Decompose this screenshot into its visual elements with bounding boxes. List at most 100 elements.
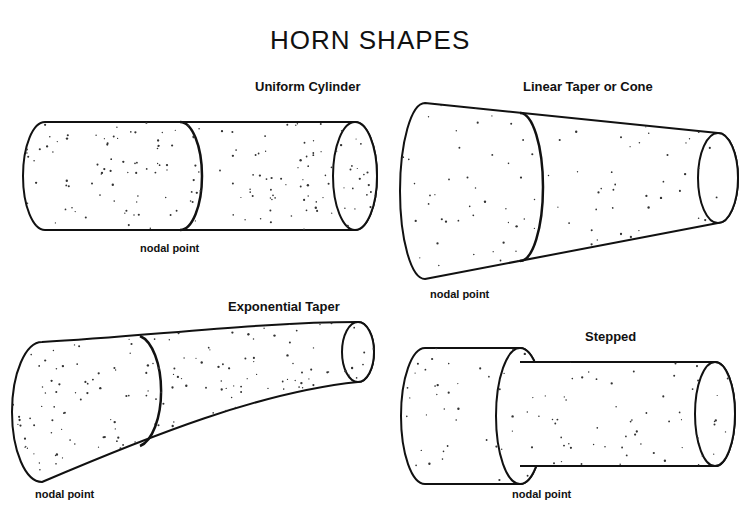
stipple-dot bbox=[263, 328, 264, 329]
stipple-dot bbox=[41, 406, 42, 407]
stipple-dot bbox=[250, 416, 251, 417]
stipple-dot bbox=[448, 363, 450, 365]
stipple-dot bbox=[137, 195, 139, 197]
stipple-dot bbox=[66, 137, 68, 139]
stipple-dot bbox=[636, 430, 638, 432]
stipple-dot bbox=[414, 183, 416, 185]
stipple-dot bbox=[171, 144, 173, 146]
stipple-dot bbox=[265, 151, 266, 152]
stipple-dot bbox=[520, 177, 522, 179]
stipple-dot bbox=[484, 201, 486, 203]
stipple-dot bbox=[472, 214, 474, 216]
stipple-dot bbox=[642, 353, 644, 355]
stipple-dot bbox=[527, 475, 529, 477]
stipple-dot bbox=[416, 481, 418, 483]
stipple-dot bbox=[696, 435, 698, 437]
stipple-dot bbox=[65, 184, 67, 186]
stipple-dot bbox=[95, 135, 96, 136]
stipple-dot bbox=[500, 260, 502, 262]
stipple-dot bbox=[589, 475, 591, 477]
stipple-dot bbox=[55, 222, 56, 223]
stipple-dot bbox=[556, 419, 558, 421]
stipple-dot bbox=[473, 254, 475, 256]
stipple-dot bbox=[527, 411, 528, 412]
stipple-dot bbox=[286, 124, 288, 126]
stipple-dot bbox=[75, 211, 76, 212]
stipple-dot bbox=[456, 130, 457, 131]
stipple-dot bbox=[295, 380, 296, 381]
stipple-dot bbox=[328, 183, 330, 185]
stipple-dot bbox=[505, 208, 506, 209]
stipple-dot bbox=[195, 358, 196, 359]
stipple-dot bbox=[268, 471, 270, 473]
stipple-dot bbox=[361, 438, 363, 440]
stipple-dot bbox=[693, 473, 695, 475]
stipple-dot bbox=[645, 126, 646, 127]
stipple-dot bbox=[240, 391, 242, 393]
stipple-dot bbox=[604, 446, 606, 448]
stipple-dot bbox=[50, 380, 52, 382]
stipple-dot bbox=[303, 199, 305, 201]
stipple-dot bbox=[253, 357, 255, 359]
stipple-dot bbox=[320, 151, 321, 152]
stipple-dot bbox=[568, 443, 570, 445]
stipple-dot bbox=[146, 395, 148, 397]
stipple-dot bbox=[340, 144, 342, 146]
stipple-dot bbox=[67, 134, 69, 136]
stipple-dot bbox=[305, 446, 306, 447]
stipple-dot bbox=[12, 405, 13, 406]
stipple-dot bbox=[615, 406, 617, 408]
stipple-dot bbox=[322, 197, 323, 198]
stipple-dot bbox=[572, 353, 573, 354]
stipple-dot bbox=[249, 191, 251, 193]
stipple-dot bbox=[715, 419, 717, 421]
stipple-dot bbox=[152, 363, 153, 364]
stipple-dot bbox=[136, 201, 137, 202]
stipple-dot bbox=[232, 214, 234, 216]
stipple-dot bbox=[349, 447, 351, 449]
stipple-dot bbox=[55, 391, 57, 393]
stipple-dot bbox=[524, 353, 526, 355]
stipple-dot bbox=[336, 151, 337, 152]
stipple-dot bbox=[435, 347, 437, 349]
stipple-dot bbox=[335, 425, 337, 427]
stipple-dot bbox=[312, 154, 314, 156]
stipple-dot bbox=[145, 122, 147, 124]
stipple-dot bbox=[503, 373, 504, 374]
nodal-point-label: nodal point bbox=[140, 242, 199, 255]
stipple-dot bbox=[477, 122, 479, 124]
stipple-dot bbox=[339, 440, 341, 442]
stipple-dot bbox=[312, 152, 314, 154]
stipple-dot bbox=[271, 199, 273, 201]
stipple-dot bbox=[198, 128, 200, 130]
stipple-dot bbox=[701, 260, 703, 262]
stipple-dot bbox=[611, 471, 613, 473]
stipple-dot bbox=[639, 142, 641, 144]
cone-horn bbox=[400, 103, 738, 279]
stipple-dot bbox=[685, 142, 686, 143]
stipple-dot bbox=[620, 136, 622, 138]
stipple-dot bbox=[253, 361, 254, 362]
stipple-dot bbox=[112, 184, 114, 186]
stipple-dot bbox=[24, 438, 26, 440]
stipple-dot bbox=[698, 168, 699, 169]
stipple-dot bbox=[247, 378, 248, 379]
stipple-dot bbox=[534, 199, 536, 201]
stipple-dot bbox=[414, 372, 415, 373]
stipple-dot bbox=[258, 153, 260, 155]
stipple-dot bbox=[289, 341, 291, 343]
stipple-dot bbox=[347, 225, 349, 227]
stipple-dot bbox=[259, 174, 261, 176]
stipple-dot bbox=[653, 452, 655, 454]
stipple-dot bbox=[244, 219, 245, 220]
stipple-dot bbox=[447, 445, 449, 447]
stipple-dot bbox=[116, 127, 117, 128]
stipple-dot bbox=[19, 425, 21, 427]
stipple-dot bbox=[114, 421, 116, 423]
stipple-dot bbox=[284, 399, 285, 400]
stipple-dot bbox=[458, 147, 460, 149]
stipple-dot bbox=[80, 472, 81, 473]
stipple-dot bbox=[312, 463, 314, 465]
stipple-dot bbox=[545, 395, 546, 396]
stipple-dot bbox=[626, 454, 628, 456]
